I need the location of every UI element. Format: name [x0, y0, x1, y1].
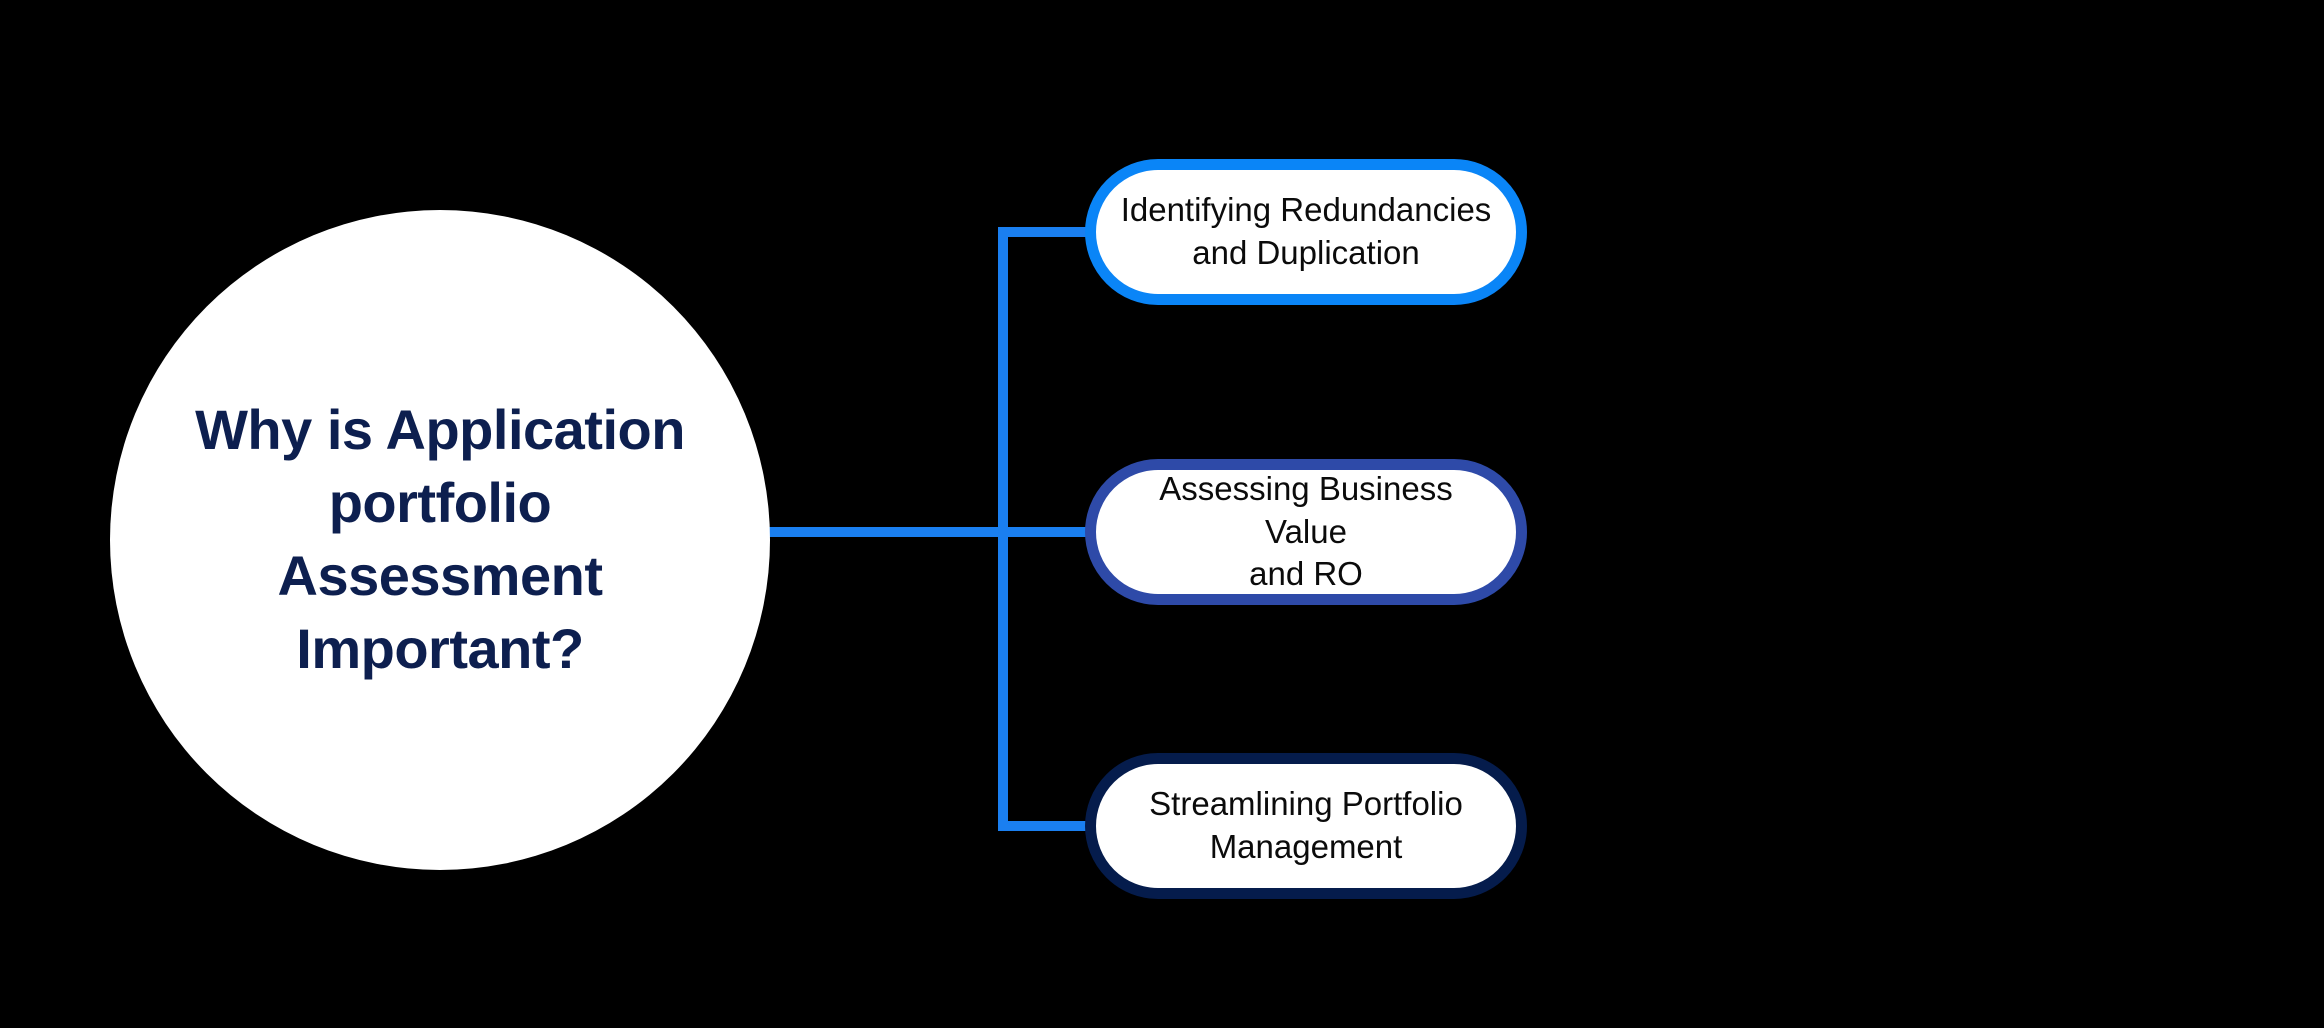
branch-node-label: Streamlining Portfolio Management: [1149, 785, 1463, 865]
connector-spine-vertical: [998, 227, 1008, 831]
branch-node-label: Assessing Business Value and RO: [1159, 469, 1453, 593]
connector-branch-bottom: [998, 821, 1090, 831]
connector-trunk-horizontal: [760, 527, 1090, 537]
branch-node-streamlining-portfolio-management[interactable]: Streamlining Portfolio Management: [1085, 753, 1527, 899]
branch-node-identifying-redundancies[interactable]: Identifying Redundancies and Duplication: [1085, 159, 1527, 305]
branch-node-label: Identifying Redundancies and Duplication: [1120, 191, 1492, 271]
hub-label: Why is Application portfolio Assessment …: [195, 398, 685, 680]
hub-circle[interactable]: Why is Application portfolio Assessment …: [110, 210, 770, 870]
connector-branch-top: [998, 227, 1090, 237]
branch-node-assessing-business-value[interactable]: Assessing Business Value and RO: [1085, 459, 1527, 605]
